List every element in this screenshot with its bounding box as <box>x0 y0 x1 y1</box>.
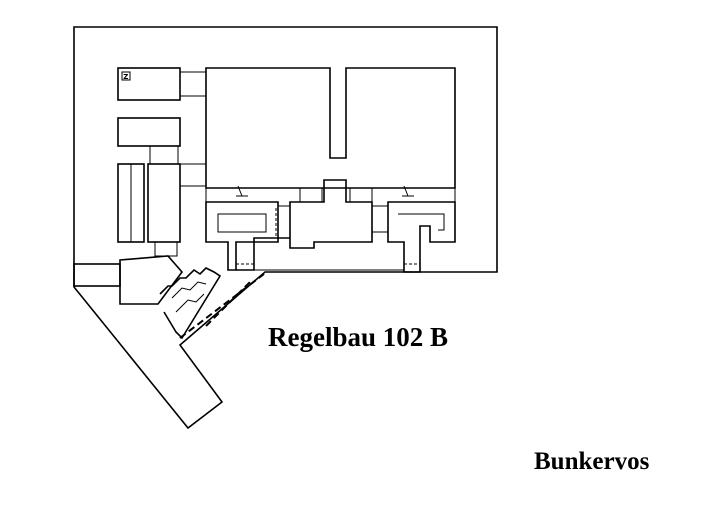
vent-symbol-east <box>400 185 414 197</box>
passage-2 <box>149 145 179 165</box>
west-loop-room <box>205 201 279 271</box>
room-2 <box>117 117 181 147</box>
main-chamber <box>205 67 456 189</box>
central-gun-room <box>289 179 373 249</box>
entrance-corridor <box>236 237 290 271</box>
entry-lock <box>73 263 121 287</box>
vent-symbol-west <box>234 185 248 197</box>
stepped-wall <box>159 267 222 340</box>
east-loop-room <box>387 201 456 273</box>
sight-line <box>179 273 265 339</box>
outer-outline <box>73 26 498 430</box>
credit-label: Bunkervos <box>534 448 650 475</box>
diagram-title: Regelbau 102 B <box>268 322 449 352</box>
room-marker-box <box>121 71 131 81</box>
passage-north <box>179 71 207 97</box>
left-room <box>147 163 181 243</box>
southwest-room <box>119 255 184 305</box>
passage-3 <box>179 163 207 187</box>
room-marker: Z <box>123 73 128 81</box>
passage-south <box>154 241 178 257</box>
